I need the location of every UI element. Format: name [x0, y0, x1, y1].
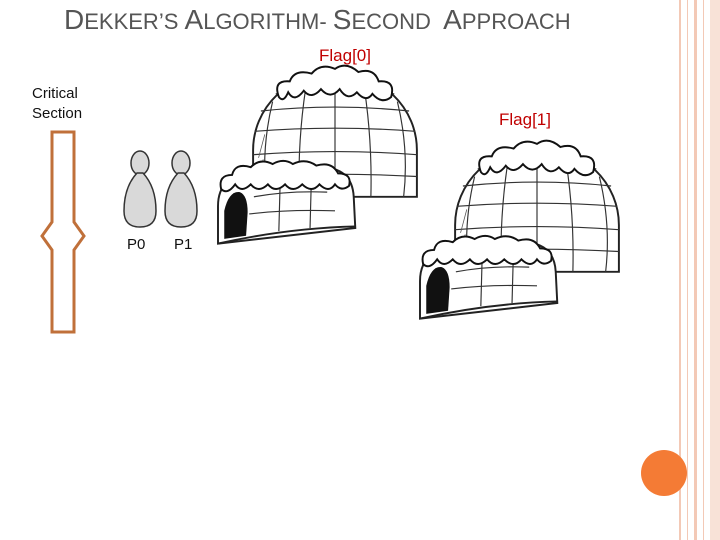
slide-title-part: S [163, 9, 185, 34]
slide-title-part: A [443, 4, 462, 35]
slide-title-part: ’ [158, 9, 164, 34]
slide-title-part: ECOND [351, 9, 444, 34]
critical-section-label: Critical Section [32, 84, 82, 124]
critical-section-label-line-2: Section [32, 105, 83, 122]
double-arrow-icon [40, 130, 86, 334]
flag-0-label: Flag[0] [319, 46, 371, 65]
person-icon [164, 150, 198, 228]
border-line-edge [710, 0, 720, 540]
critical-section-label-line-1: Critical [32, 85, 78, 102]
border-line-left-outer [679, 0, 681, 540]
border-line-left-inner [687, 0, 688, 540]
slide-title-part: D [64, 4, 85, 35]
slide-title: DEKKER’S ALGORITHM- SECOND APPROACH [64, 4, 571, 36]
border-line-right-outer [694, 0, 697, 540]
slide-title-part: EKKER [84, 9, 159, 34]
igloo-icon [217, 64, 418, 245]
person-icon [123, 150, 157, 228]
border-line-right-inner [703, 0, 704, 540]
slide-title-part: - [319, 9, 333, 34]
process-p1-label: P1 [174, 236, 193, 253]
flag-1-label: Flag[1] [499, 110, 551, 129]
slide-title-part: LGORITHM [203, 9, 320, 34]
slide-title-part: A [184, 4, 204, 35]
slide-title-part: S [332, 4, 352, 35]
corner-decoration-dot [641, 450, 687, 496]
slide-title-part: PPROACH [461, 9, 571, 34]
process-p0-label: P0 [127, 236, 146, 253]
igloo-icon [419, 139, 620, 320]
